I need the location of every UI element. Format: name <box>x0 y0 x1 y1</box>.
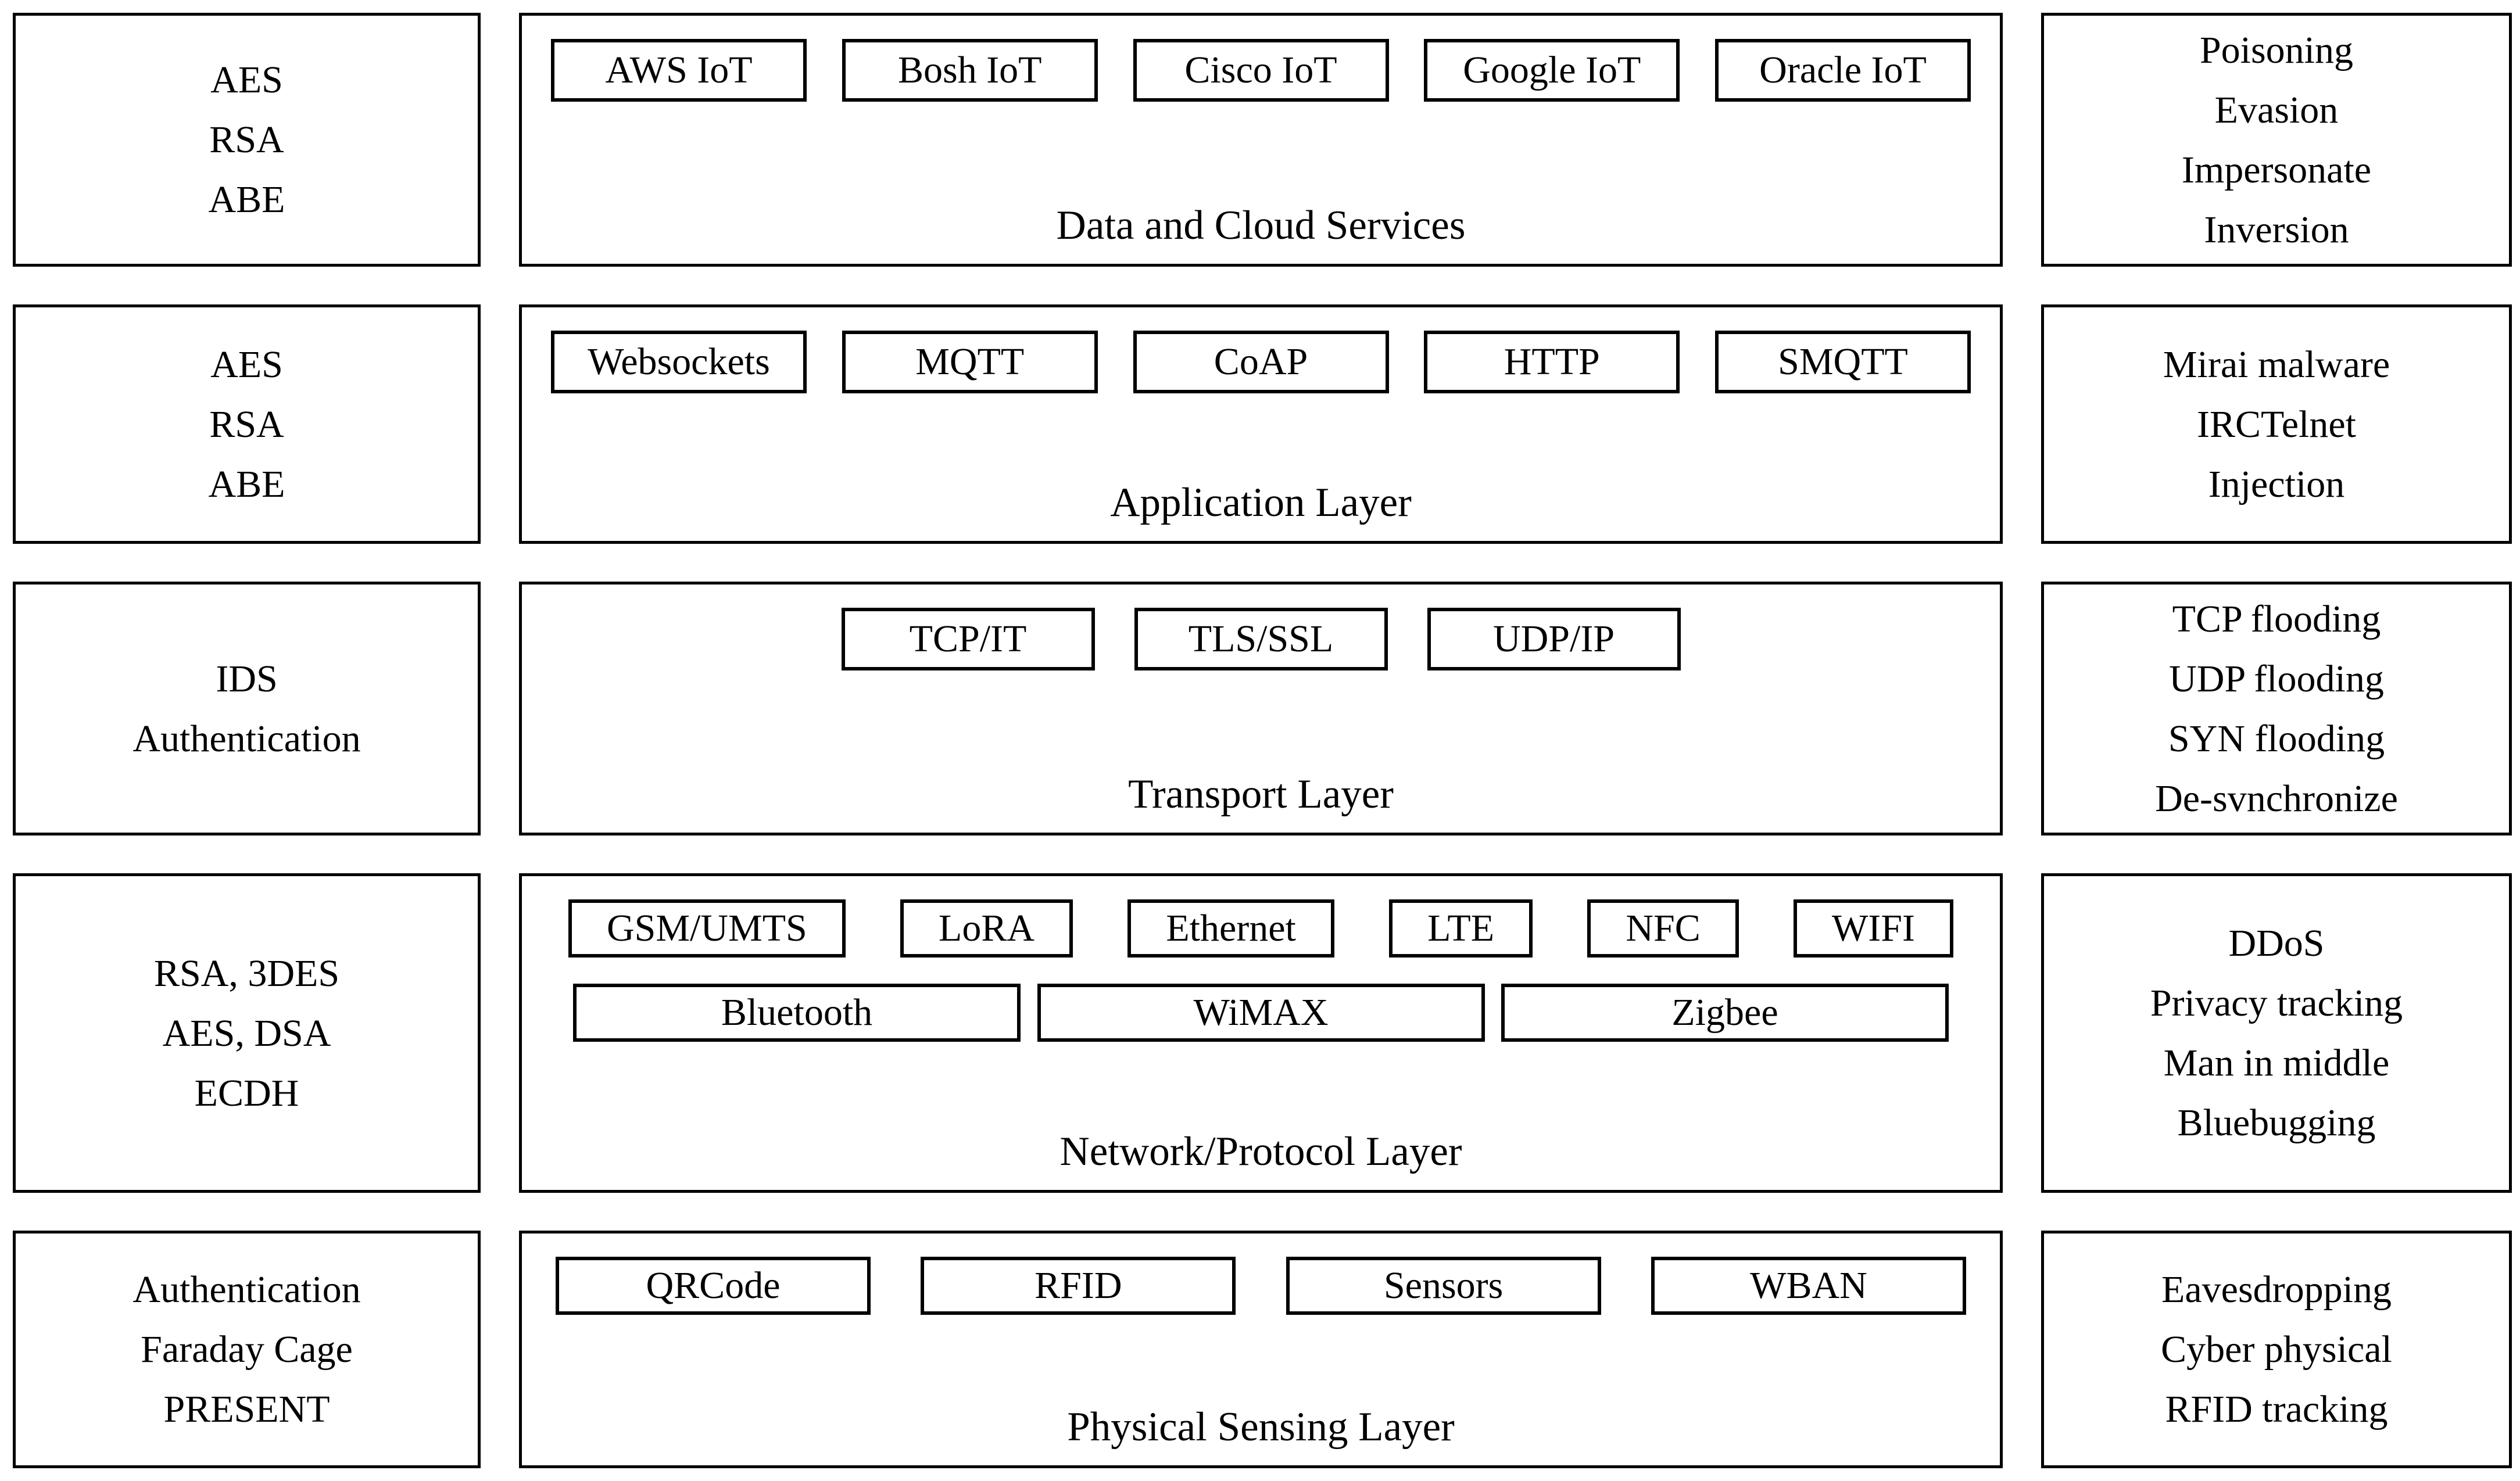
layer-box: TCP/IT TLS/SSL UDP/IP Transport Layer <box>519 582 2003 835</box>
protocol-box: AWS IoT <box>551 39 807 102</box>
protocol-box: GSM/UMTS <box>568 899 846 958</box>
protocol-box-rows: AWS IoT Bosh IoT Cisco IoT Google IoT Oracle… <box>522 39 2000 102</box>
security-measure: Faraday Cage <box>141 1328 353 1371</box>
protocol-box: QRCode <box>556 1257 871 1315</box>
attack-item: DDoS <box>2228 922 2325 964</box>
security-measure: ECDH <box>194 1071 299 1114</box>
layer-label: Application Layer <box>1110 480 1412 525</box>
security-measure: ABE <box>208 462 285 505</box>
security-measure: AES <box>210 343 283 386</box>
protocol-box-row: TCP/IT TLS/SSL UDP/IP <box>522 608 2000 670</box>
protocol-box: NFC <box>1587 899 1739 958</box>
attack-item: TCP flooding <box>2172 597 2381 640</box>
layer-box: QRCode RFID Sensors WBAN Physical Sensing La… <box>519 1231 2003 1468</box>
protocol-box-row: Bluetooth WiMAX Zigbee <box>522 984 2000 1042</box>
security-measure: ABE <box>208 178 285 221</box>
attack-item: IRCTelnet <box>2197 403 2356 446</box>
layer-box: Websockets MQTT CoAP HTTP SMQTT Application L… <box>519 304 2003 544</box>
protocol-box-rows: Websockets MQTT CoAP HTTP SMQTT <box>522 331 2000 393</box>
protocol-box: Websockets <box>551 331 807 393</box>
attack-item: Inversion <box>2204 208 2349 251</box>
attack-item: De-svnchronize <box>2155 777 2398 820</box>
protocol-box: Sensors <box>1286 1257 1601 1315</box>
protocol-box-rows: TCP/IT TLS/SSL UDP/IP <box>522 608 2000 670</box>
protocol-box: WiMAX <box>1037 984 1485 1042</box>
security-measure: RSA, 3DES <box>153 952 340 995</box>
security-measure: RSA <box>209 119 284 161</box>
protocol-box-row: GSM/UMTS LoRA Ethernet LTE NFC WIFI <box>522 899 2000 958</box>
protocol-box: Zigbee <box>1501 984 1949 1042</box>
attack-item: Poisoning <box>2199 28 2354 71</box>
protocol-box: TCP/IT <box>841 608 1095 670</box>
layer-label: Transport Layer <box>1128 772 1394 817</box>
security-measure: PRESENT <box>163 1388 330 1430</box>
protocol-box-row: AWS IoT Bosh IoT Cisco IoT Google IoT Oracle… <box>522 39 2000 102</box>
layer-row: RSA, 3DES AES, DSA ECDH GSM/UMTS LoRA Etherne… <box>13 873 2514 1193</box>
protocol-box: Bluetooth <box>573 984 1021 1042</box>
layer-label: Network/Protocol Layer <box>1059 1129 1462 1174</box>
protocol-box: Oracle IoT <box>1715 39 1971 102</box>
security-measure: AES <box>210 59 283 101</box>
protocol-box: LTE <box>1389 899 1533 958</box>
attack-item: Mirai malware <box>2163 343 2390 386</box>
layer-row: IDS Authentication TCP/IT TLS/SSL UDP/IP Tran… <box>13 582 2514 835</box>
protocol-box: Cisco IoT <box>1133 39 1389 102</box>
layer-row: AES RSA ABE AWS IoT Bosh IoT Cisco IoT Google … <box>13 13 2514 267</box>
protocol-box: HTTP <box>1424 331 1680 393</box>
protocol-box-row: QRCode RFID Sensors WBAN <box>522 1257 2000 1315</box>
layer-label: Data and Cloud Services <box>1056 203 1466 248</box>
attack-item: Impersonate <box>2181 148 2372 191</box>
attack-item: SYN flooding <box>2168 717 2385 760</box>
security-box: RSA, 3DES AES, DSA ECDH <box>13 873 481 1193</box>
security-measure: AES, DSA <box>162 1012 331 1055</box>
security-measure: Authentication <box>133 717 361 760</box>
security-box: AES RSA ABE <box>13 304 481 544</box>
security-measure: IDS <box>216 657 278 700</box>
protocol-box: MQTT <box>842 331 1098 393</box>
attack-item: RFID tracking <box>2165 1388 2388 1430</box>
protocol-box: RFID <box>921 1257 1236 1315</box>
security-box: IDS Authentication <box>13 582 481 835</box>
layer-box: AWS IoT Bosh IoT Cisco IoT Google IoT Oracle… <box>519 13 2003 267</box>
protocol-box: Bosh IoT <box>842 39 1098 102</box>
protocol-box: WBAN <box>1651 1257 1966 1315</box>
attack-item: Privacy tracking <box>2150 982 2403 1024</box>
layer-row: AES RSA ABE Websockets MQTT CoAP HTTP SMQTT Appl… <box>13 304 2514 544</box>
attack-item: Cyber physical <box>2161 1328 2392 1371</box>
protocol-box: Ethernet <box>1127 899 1334 958</box>
attack-item: Man in middle <box>2163 1042 2390 1084</box>
protocol-box: WIFI <box>1794 899 1953 958</box>
protocol-box: UDP/IP <box>1427 608 1681 670</box>
security-measure: RSA <box>209 403 284 446</box>
attack-item: Eavesdropping <box>2161 1268 2392 1311</box>
security-box: AES RSA ABE <box>13 13 481 267</box>
attack-item: Evasion <box>2214 88 2339 131</box>
security-measure: Authentication <box>133 1268 361 1311</box>
layer-label: Physical Sensing Layer <box>1067 1404 1455 1450</box>
protocol-box: CoAP <box>1133 331 1389 393</box>
protocol-box: LoRA <box>900 899 1073 958</box>
protocol-box-rows: GSM/UMTS LoRA Ethernet LTE NFC WIFI Bluetooth W… <box>522 899 2000 1042</box>
protocol-box: TLS/SSL <box>1134 608 1388 670</box>
attack-item: Bluebugging <box>2177 1102 2376 1144</box>
protocol-box: Google IoT <box>1424 39 1680 102</box>
protocol-box: SMQTT <box>1715 331 1971 393</box>
protocol-box-rows: QRCode RFID Sensors WBAN <box>522 1257 2000 1315</box>
protocol-box-row: Websockets MQTT CoAP HTTP SMQTT <box>522 331 2000 393</box>
attack-item: Injection <box>2208 462 2345 505</box>
attack-item: UDP flooding <box>2169 657 2384 700</box>
layer-box: GSM/UMTS LoRA Ethernet LTE NFC WIFI Bluetooth W… <box>519 873 2003 1193</box>
